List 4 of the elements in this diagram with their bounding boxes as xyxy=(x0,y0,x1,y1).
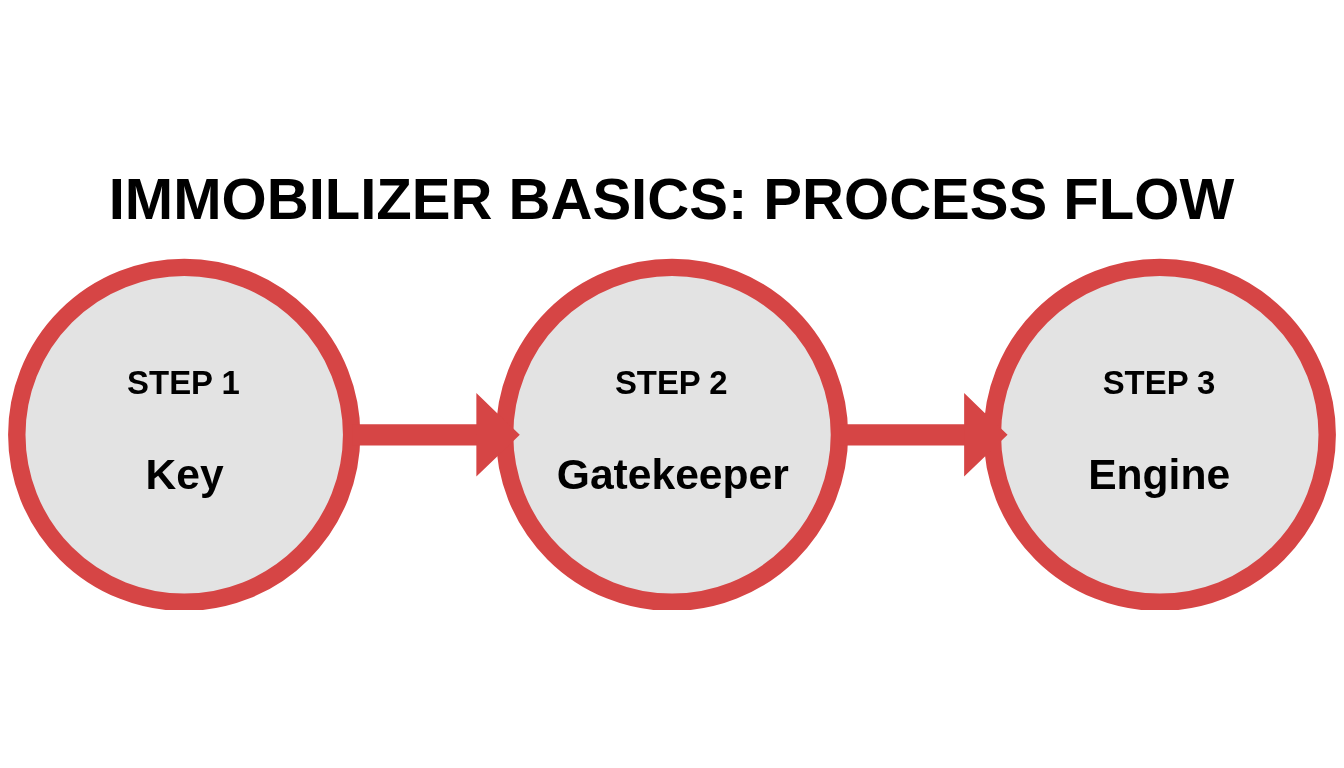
diagram-title: IMMOBILIZER BASICS: PROCESS FLOW xyxy=(108,165,1235,231)
node-circle: STEP 3 Engine xyxy=(983,258,1336,610)
node-circle: STEP 2 Gatekeeper xyxy=(495,258,849,610)
node-circle: STEP 1 Key xyxy=(8,258,361,610)
